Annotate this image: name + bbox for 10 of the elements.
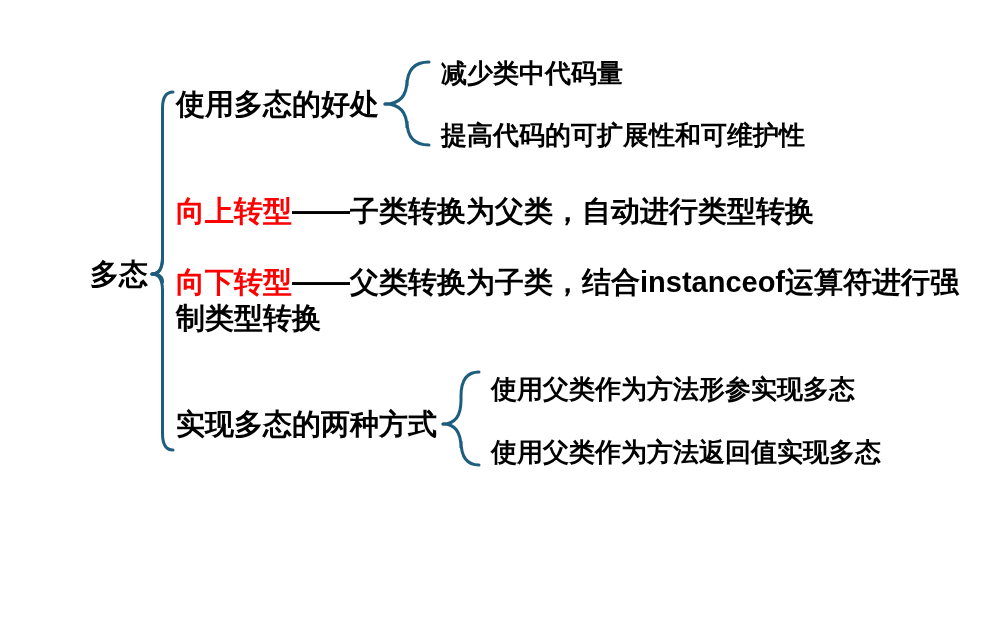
branch-topic: 实现多态的两种方式 (176, 406, 437, 442)
leaf-item: 使用父类作为方法返回值实现多态 (491, 434, 881, 470)
leaf-item: 使用父类作为方法形参实现多态 (491, 371, 855, 407)
branch-topic: 使用多态的好处 (176, 86, 379, 122)
definition-text: 向下转型——父类转换为子类，结合instanceof运算符进行强制类型转换 (176, 264, 985, 336)
leaf-item: 提高代码的可扩展性和可维护性 (441, 117, 805, 153)
term-label: 向上转型 (176, 195, 292, 227)
leaf-item: 减少类中代码量 (441, 55, 623, 91)
root-topic: 多态 (90, 256, 148, 292)
definition-text: ——子类转换为父类，自动进行类型转换 (292, 195, 814, 227)
